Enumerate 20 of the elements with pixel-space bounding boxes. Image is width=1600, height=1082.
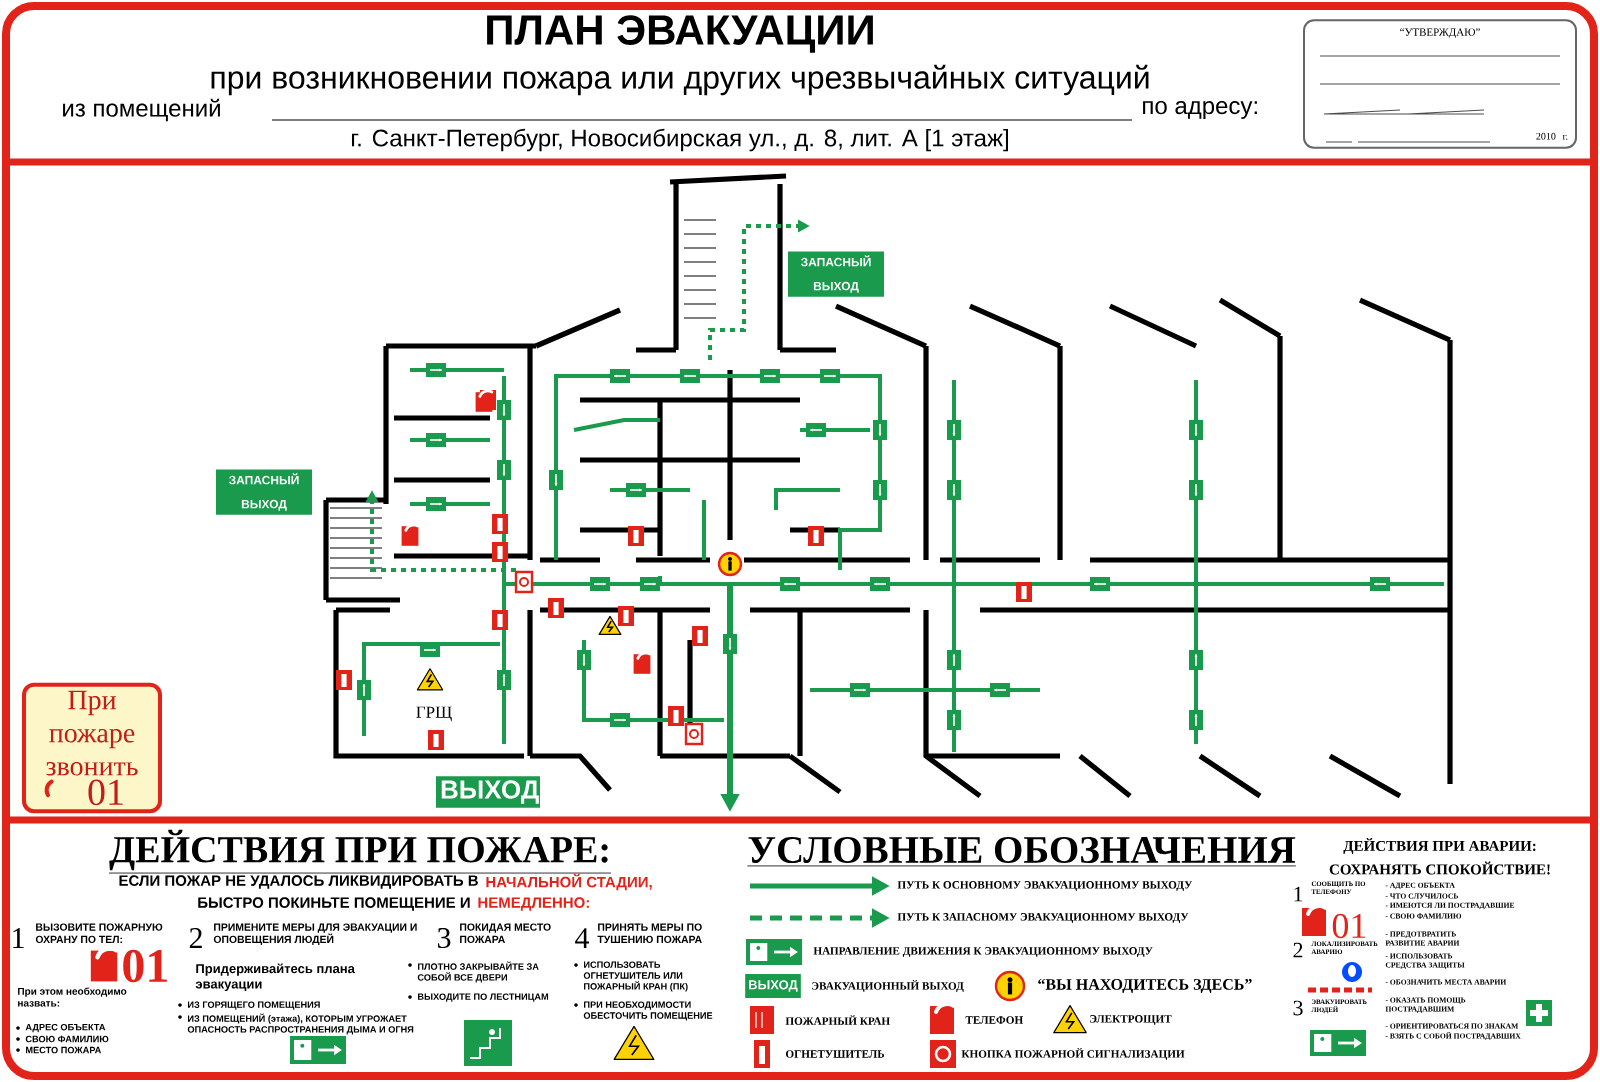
call-box: При пожаре звонить 01: [22, 682, 162, 814]
step-number: 1: [13, 928, 24, 948]
field-label: из помещений: [63, 98, 220, 122]
step-number: 3: [437, 927, 451, 949]
step-number: 2: [1293, 942, 1303, 958]
legend-text: “ВЫ НАХОДИТЕСЬ ЗДЕСЬ”: [1038, 979, 1252, 994]
step-number: 4: [575, 928, 590, 948]
step-number: 1: [1294, 886, 1303, 902]
section-heading: ДЕЙСТВИЯ ПРИ ПОЖАРЕ:: [108, 829, 612, 874]
title: ПЛАН ЭВАКУАЦИИ: [487, 15, 873, 53]
section-heading: УСЛОВНЫЕ ОБОЗНАЧЕНИЯ: [747, 836, 1297, 867]
address-text: г. Санкт-Петербург, Новосибирская ул., д. 8, лит. А [1 этаж]: [352, 128, 1008, 152]
phone-number: 01: [1332, 913, 1366, 939]
field-label: по адресу:: [1143, 101, 1257, 119]
step-number: 2: [189, 928, 202, 948]
room-label: ГРЩ: [416, 706, 452, 722]
phone-number: 01: [123, 949, 167, 983]
exit-sign: ВЫХОД: [436, 776, 540, 808]
step-number: 3: [1293, 1000, 1303, 1016]
subtitle: при возникновении пожара или других чрезвычайных ситуаций: [211, 64, 1149, 96]
